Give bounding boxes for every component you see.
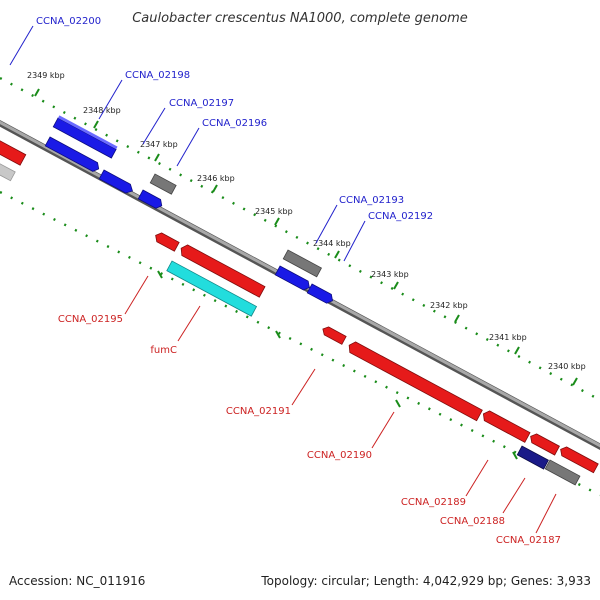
gene-ccna-02190[interactable] bbox=[346, 340, 483, 422]
gene-ccna-02193[interactable] bbox=[282, 249, 322, 278]
kbp-tick-mark bbox=[274, 217, 280, 226]
gene-pseudo-gray[interactable] bbox=[149, 173, 177, 195]
kbp-tick-label: 2347 kbp bbox=[140, 140, 178, 149]
leader-line bbox=[9, 25, 34, 66]
kbp-tick-mark bbox=[157, 270, 163, 279]
gene-label[interactable]: CCNA_02195 bbox=[58, 314, 123, 325]
kbp-tick-label: 2342 kbp bbox=[430, 301, 468, 310]
gene-ccna-02192b[interactable] bbox=[306, 283, 335, 305]
kbp-tick-label: 2348 kbp bbox=[83, 106, 121, 115]
gene-ccna-02192[interactable] bbox=[274, 265, 311, 292]
leader-line bbox=[177, 305, 201, 342]
genome-summary-text: Topology: circular; Length: 4,042,929 bp… bbox=[260, 574, 591, 588]
leader-line bbox=[142, 107, 166, 145]
gene-label[interactable]: CCNA_02191 bbox=[226, 406, 291, 417]
kbp-tick-mark bbox=[572, 377, 578, 386]
gene-ccna-02196[interactable] bbox=[98, 169, 135, 195]
lower-scale-track bbox=[0, 190, 600, 497]
leader-line bbox=[502, 477, 526, 514]
gene-label[interactable]: CCNA_02192 bbox=[368, 211, 433, 222]
gene-ccna-02198[interactable] bbox=[52, 115, 118, 159]
gene-edge-gray[interactable] bbox=[0, 152, 16, 182]
kbp-tick-label: 2344 kbp bbox=[313, 239, 351, 248]
gene-label[interactable]: CCNA_02197 bbox=[169, 98, 234, 109]
gene-label[interactable]: CCNA_02200 bbox=[36, 16, 101, 27]
gene-ccna-02195-cds[interactable] bbox=[178, 243, 266, 298]
gene-label[interactable]: CCNA_02187 bbox=[496, 535, 561, 546]
kbp-tick-label: 2349 kbp bbox=[27, 71, 65, 80]
kbp-tick-label: 2343 kbp bbox=[371, 270, 409, 279]
gene-label[interactable]: CCNA_02189 bbox=[401, 497, 466, 508]
leader-line bbox=[535, 493, 557, 534]
kbp-tick-label: 2345 kbp bbox=[255, 207, 293, 216]
map-title: Caulobacter crescentus NA1000, complete … bbox=[132, 11, 468, 26]
upper-scale-dots bbox=[0, 76, 600, 402]
gene-edge-red[interactable] bbox=[0, 129, 27, 166]
leader-line bbox=[98, 79, 123, 120]
kbp-tick-mark bbox=[212, 184, 218, 193]
gene-label[interactable]: CCNA_02193 bbox=[339, 195, 404, 206]
kbp-tick-mark bbox=[34, 88, 40, 97]
gene-ccna-02188[interactable] bbox=[558, 445, 599, 474]
minus-gene-labels: CCNA_02195 fumC CCNA_02191 CCNA_02190 CC… bbox=[58, 314, 561, 546]
gene-ccna-02195[interactable] bbox=[153, 231, 180, 252]
gene-ccna-02188-dark[interactable] bbox=[516, 445, 549, 470]
gene-ccna-02187[interactable] bbox=[544, 459, 581, 486]
leader-line bbox=[315, 204, 338, 244]
plus-leader-lines bbox=[9, 25, 366, 262]
kbp-tick-mark bbox=[154, 153, 160, 162]
gene-label[interactable]: CCNA_02188 bbox=[440, 516, 505, 527]
kbp-tick-label: 2340 kbp bbox=[548, 362, 586, 371]
gene-label[interactable]: CCNA_02196 bbox=[202, 118, 267, 129]
lower-scale-dots bbox=[0, 190, 600, 497]
gene-label[interactable]: fumC bbox=[150, 345, 177, 356]
leader-line bbox=[124, 275, 149, 315]
kbp-tick-mark bbox=[93, 120, 99, 129]
minus-strand-genes bbox=[153, 231, 599, 486]
gene-ccna-02197[interactable] bbox=[44, 136, 101, 173]
kbp-tick-mark bbox=[514, 346, 520, 355]
kbp-tick-mark bbox=[512, 451, 518, 460]
kbp-tick-label: 2341 kbp bbox=[489, 333, 527, 342]
kbp-tick-label: 2346 kbp bbox=[197, 174, 235, 183]
plus-gene-labels: CCNA_02200 CCNA_02198 CCNA_02197 CCNA_02… bbox=[36, 16, 433, 222]
gene-ccna-02196b[interactable] bbox=[137, 189, 164, 210]
gene-label[interactable]: CCNA_02190 bbox=[307, 450, 372, 461]
accession-text: Accession: NC_011916 bbox=[9, 574, 145, 588]
gene-ccna-02189b[interactable] bbox=[528, 432, 560, 456]
gene-label[interactable]: CCNA_02198 bbox=[125, 70, 190, 81]
kbp-tick-mark bbox=[395, 399, 401, 408]
leader-line bbox=[343, 220, 366, 262]
leader-line bbox=[465, 459, 489, 497]
minus-leader-lines bbox=[124, 275, 557, 534]
kbp-tick-mark bbox=[454, 314, 460, 323]
gene-ccna-02191[interactable] bbox=[321, 325, 347, 345]
leader-line bbox=[371, 411, 395, 449]
kbp-tick-mark bbox=[393, 281, 399, 290]
leader-line bbox=[176, 127, 200, 167]
upper-scale-track: 2349 kbp 2348 kbp 2347 kbp 2346 kbp 2345… bbox=[0, 71, 600, 402]
kbp-tick-mark bbox=[275, 330, 281, 339]
edge-genes bbox=[0, 129, 27, 182]
gene-ccna-02189[interactable] bbox=[481, 409, 531, 443]
gene-fumc[interactable] bbox=[166, 260, 258, 317]
kbp-tick-mark bbox=[334, 250, 340, 259]
plus-strand-genes bbox=[44, 115, 335, 305]
leader-line bbox=[291, 368, 316, 406]
